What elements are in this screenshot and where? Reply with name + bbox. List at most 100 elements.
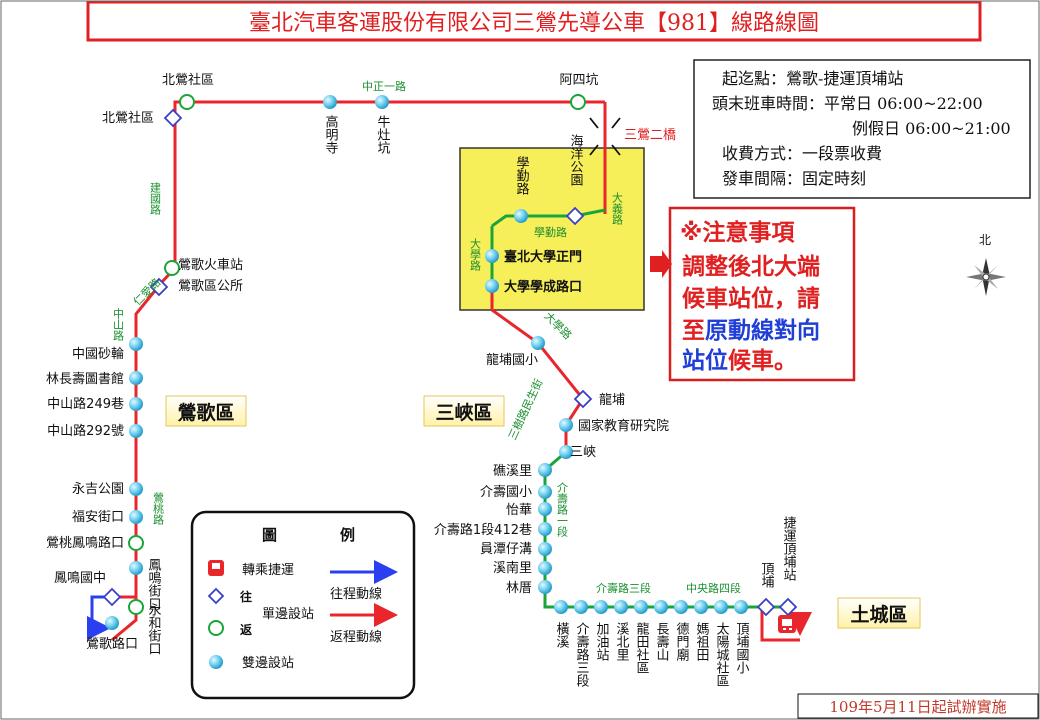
stop-label-beiying-top: 北鶯社區 xyxy=(162,72,214,88)
stop-label-haiyang: 海洋公園 xyxy=(568,134,584,186)
stop-label-lincuo: 林厝 xyxy=(506,581,532,596)
stop-label-longtian: 龍田社區 xyxy=(634,621,650,674)
district-tucheng: 土城區 xyxy=(837,597,921,629)
road-label-zhongzheng1: 中正一路 xyxy=(362,80,406,93)
road-label-jianguo: 建國路 xyxy=(149,181,162,216)
stop-marker-zhongshan249 xyxy=(129,397,143,411)
stop-marker-ntpu-gate xyxy=(485,249,499,263)
legend-double-label: 雙邊設站 xyxy=(242,655,294,671)
district-yingge: 鶯歌區 xyxy=(165,395,247,427)
stop-marker-gaomingsi xyxy=(323,95,337,109)
stop-label-gaomingsi: 高明寺 xyxy=(323,114,339,154)
outbound-only-stops xyxy=(102,108,798,617)
stop-label-yuantan: 員潭仔溝 xyxy=(480,542,532,557)
stop-label-fuan: 福安街口 xyxy=(72,510,124,525)
stop-label-jieshou412: 介壽路1段412巷 xyxy=(434,522,532,538)
stop-label-yinggelu: 鶯歌路口 xyxy=(86,636,138,652)
district-sanxia: 三峽區 xyxy=(423,395,505,427)
district-label-sanxia: 三峽區 xyxy=(435,401,492,424)
stop-marker-longpu xyxy=(573,389,593,409)
legend-outbound-only-icon xyxy=(207,587,225,605)
stop-marker-zhongshan292 xyxy=(129,424,143,438)
stop-marker-lincuo xyxy=(538,580,552,594)
legend-return-only-icon xyxy=(208,620,224,636)
date-note-box xyxy=(797,693,1039,719)
stop-marker-yingge-office xyxy=(149,277,169,297)
notice-pointer-icon xyxy=(650,250,672,278)
info-endpoints: 起迄點：鶯歌-捷運頂埔站 xyxy=(722,69,903,88)
stop-marker-yihua xyxy=(538,502,552,516)
legend-mrt-icon xyxy=(208,560,224,576)
route-green-south xyxy=(543,450,790,609)
route-red-southwest xyxy=(111,568,138,642)
stop-label-sanxia: 三峽 xyxy=(570,445,596,460)
stop-label-jieshou3: 介壽路三段 xyxy=(574,622,590,687)
notice-line4-c: 。 xyxy=(774,348,797,374)
info-box xyxy=(693,59,1031,199)
stop-label-yingge-office: 鶯歌區公所 xyxy=(178,279,243,294)
stop-label-yingge-station: 鶯歌火車站 xyxy=(178,258,243,273)
stop-marker-yuantan xyxy=(538,542,552,556)
double-side-stops xyxy=(105,95,748,630)
notice-line3-a: 至 xyxy=(682,318,705,344)
notice-heading: ※注意事項 xyxy=(680,219,795,246)
road-label-zhongshan: 中山路 xyxy=(112,308,125,342)
stop-marker-mazu xyxy=(694,600,708,614)
stop-label-taiyang: 太陽城社區 xyxy=(714,622,730,687)
loop-outbound-arrow xyxy=(87,595,112,640)
stop-marker-sanxia xyxy=(559,445,573,459)
stop-marker-haiyang xyxy=(565,206,585,226)
stop-marker-yingtaofengming xyxy=(128,535,144,551)
notice-line4: 站位候車。 xyxy=(682,347,797,374)
road-label-daxue: 大學路 xyxy=(469,237,482,272)
stop-label-mazu: 媽祖田 xyxy=(694,622,710,661)
stop-label-ntpu-gate: 臺北大學正門 xyxy=(504,249,582,265)
road-label-jieshou3: 介壽路三段 xyxy=(596,581,651,595)
legend-outbound-label: 往程動線 xyxy=(330,586,382,602)
notice-box xyxy=(668,206,856,382)
stop-label-niuzaokeng: 牛灶坑 xyxy=(375,115,391,155)
stop-marker-taiyang xyxy=(714,600,728,614)
stop-marker-ntpu-xuecheng xyxy=(485,279,499,293)
stop-label-hengxi: 橫溪 xyxy=(554,622,570,648)
stop-marker-yinggelu xyxy=(105,616,119,630)
stop-label-fengming-school: 鳳鳴國中 xyxy=(54,571,106,586)
route-red-dingpu xyxy=(760,608,800,642)
legend-box xyxy=(190,510,416,700)
stop-marker-jieshou-school xyxy=(538,485,552,499)
stop-marker-hengxi xyxy=(554,600,568,614)
district-label-tucheng: 土城區 xyxy=(850,603,907,626)
district-label-yingge: 鶯歌區 xyxy=(177,401,234,424)
stop-marker-qixi xyxy=(538,463,552,477)
road-label-daxue2: 大學路 xyxy=(542,309,575,342)
stop-label-lin-library: 林長壽圖書館 xyxy=(46,372,124,387)
stop-label-demen: 德門廟 xyxy=(674,622,690,661)
stop-marker-xinan xyxy=(538,561,552,575)
stop-marker-changshou xyxy=(654,600,668,614)
stop-marker-mrt-dingpu xyxy=(778,597,798,617)
stop-label-jiayou: 加油站 xyxy=(594,622,610,661)
notice-line2: 候車站位，請 xyxy=(682,285,820,312)
stop-label-longpu: 龍埔 xyxy=(599,392,625,408)
stop-marker-fengming-jie xyxy=(129,561,143,575)
stop-label-fengming-jie: 鳳鳴街口 xyxy=(146,558,162,610)
route-red-north xyxy=(173,100,605,118)
notice-line4-b: 候車 xyxy=(728,348,774,374)
stop-marker-yongji xyxy=(129,482,143,496)
road-label-sanshu: 三樹路民生街 xyxy=(505,376,546,442)
stop-marker-beiying-top xyxy=(179,94,195,110)
stop-label-xueqinlu: 學勤路 xyxy=(514,156,530,195)
road-label-dayi: 大義路 xyxy=(611,191,624,226)
stop-marker-fuan xyxy=(129,510,143,524)
mrt-transfer-icon xyxy=(778,615,796,633)
legend-wang-label: 往 xyxy=(240,589,252,604)
road-label-xueqin: 學勤路 xyxy=(534,226,567,239)
road-label-jieshou1: 介壽路一段 xyxy=(556,482,569,538)
stop-label-dingpu-school: 頂埔國小 xyxy=(734,622,750,675)
stop-marker-jieshou3 xyxy=(574,600,588,614)
stop-label-yongji: 永吉公園 xyxy=(72,482,124,497)
bridge-label: 三鶯二橋 xyxy=(624,128,676,143)
